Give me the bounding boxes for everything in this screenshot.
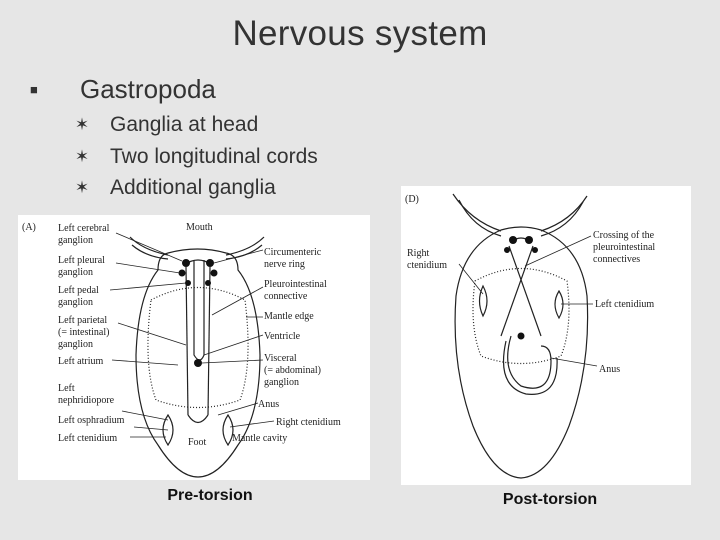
label-ganglion: ganglion bbox=[58, 235, 93, 246]
label-left-pleural: Left pleural bbox=[58, 255, 105, 266]
label-ganglion: ganglion bbox=[264, 377, 299, 388]
star-bullet-icon: ✶ bbox=[74, 147, 90, 166]
label-ganglion: ganglion bbox=[58, 297, 93, 308]
label-pleurointestinal: pleurointestinal bbox=[593, 242, 655, 253]
label-visceral: Visceral bbox=[264, 353, 297, 364]
label-crossing: Crossing of the bbox=[593, 230, 655, 241]
label-ganglion: ganglion bbox=[58, 267, 93, 278]
label-connectives: connectives bbox=[593, 254, 640, 265]
sub-bullet-1: ✶ Ganglia at head bbox=[70, 113, 258, 137]
label-pleurointestinal: Pleurointestinal bbox=[264, 279, 327, 290]
label-left-ctenidium: Left ctenidium bbox=[58, 433, 117, 444]
figure-post-torsion: (D) Right ctenidium Crossing of the pleu… bbox=[401, 186, 691, 485]
label-left-parietal: Left parietal bbox=[58, 315, 107, 326]
label-mantle-edge: Mantle edge bbox=[264, 311, 314, 322]
label-anus: Anus bbox=[258, 399, 279, 410]
label-left-atrium: Left atrium bbox=[58, 356, 103, 367]
heading-gastropoda: Gastropoda bbox=[80, 74, 216, 104]
label-mouth: Mouth bbox=[186, 222, 213, 233]
label-ganglion: ganglion bbox=[58, 339, 93, 350]
label-circumenteric: Circumenteric bbox=[264, 247, 322, 258]
label-left-pedal: Left pedal bbox=[58, 285, 99, 296]
label-anus: Anus bbox=[599, 364, 620, 375]
label-nephridiopore: nephridiopore bbox=[58, 395, 115, 406]
panel-letter-d: (D) bbox=[405, 194, 419, 205]
sub-bullet-2: ✶ Two longitudinal cords bbox=[70, 145, 318, 169]
post-torsion-diagram: (D) Right ctenidium Crossing of the pleu… bbox=[405, 193, 655, 479]
label-ctenidium: ctenidium bbox=[407, 260, 447, 271]
caption-post-torsion: Post-torsion bbox=[502, 491, 598, 508]
page-title: Nervous system bbox=[232, 14, 488, 53]
sub-bullet-text: Two longitudinal cords bbox=[110, 145, 318, 168]
label-nerve-ring: nerve ring bbox=[264, 259, 305, 270]
label-right: Right bbox=[407, 248, 429, 259]
label-left-osphradium: Left osphradium bbox=[58, 415, 125, 426]
label-left-ctenidium: Left ctenidium bbox=[595, 299, 654, 310]
label-mantle-cavity: Mantle cavity bbox=[232, 433, 287, 444]
label-abdominal: (= abdominal) bbox=[264, 365, 321, 376]
label-right-ctenidium: Right ctenidium bbox=[276, 417, 341, 428]
panel-letter-a: (A) bbox=[22, 222, 36, 233]
figure-pre-torsion: (A) Left cerebral ganglion Left pleural … bbox=[18, 215, 370, 480]
label-foot: Foot bbox=[188, 437, 207, 448]
label-connective: connective bbox=[264, 291, 308, 302]
square-bullet-icon: ■ bbox=[30, 82, 38, 97]
label-intestinal: (= intestinal) bbox=[58, 327, 109, 338]
star-bullet-icon: ✶ bbox=[74, 178, 90, 197]
sub-bullet-text: Additional ganglia bbox=[110, 176, 276, 199]
pre-torsion-diagram: (A) Left cerebral ganglion Left pleural … bbox=[22, 222, 341, 478]
star-bullet-icon: ✶ bbox=[74, 115, 90, 134]
label-left: Left bbox=[58, 383, 75, 394]
caption-pre-torsion: Pre-torsion bbox=[167, 487, 253, 504]
sub-bullet-3: ✶ Additional ganglia bbox=[70, 176, 276, 200]
sub-bullet-text: Ganglia at head bbox=[110, 113, 259, 136]
label-ventricle: Ventricle bbox=[264, 331, 301, 342]
label-left-cerebral: Left cerebral bbox=[58, 223, 110, 234]
